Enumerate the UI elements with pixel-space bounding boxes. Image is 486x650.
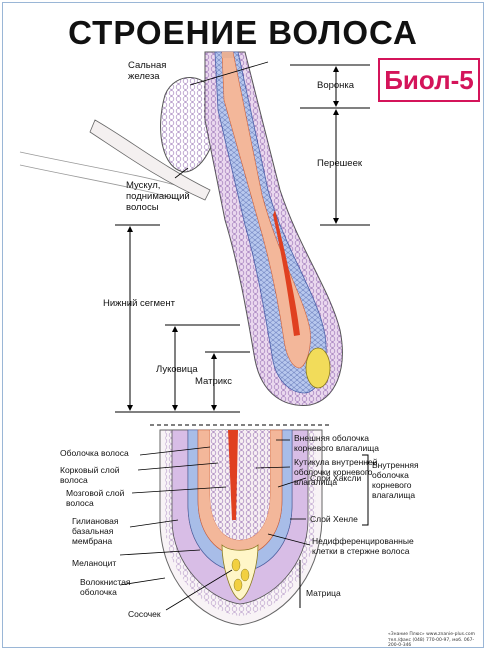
page-title: СТРОЕНИЕ ВОЛОСА	[68, 14, 418, 51]
upper-follicle	[19, 51, 343, 406]
subject-badge: Биол-5	[378, 58, 480, 102]
label-outer-root-sheath: Внешняя оболочка корневого влагалища	[294, 433, 379, 453]
sebaceous-gland	[160, 77, 217, 173]
label-matrix-top: Матрикс	[195, 376, 233, 387]
arrector-muscle	[89, 119, 211, 201]
label-melanocyte: Меланоцит	[72, 558, 117, 568]
label-cortex: Корковый слой волоса	[60, 465, 120, 485]
label-hair-cuticle: Оболочка волоса	[60, 448, 129, 458]
upper-papilla	[305, 347, 331, 389]
publisher-footer: «Знание Плюс» www.znanie-plus.com тел./ф…	[388, 632, 475, 648]
label-medulla: Мозговой слой волоса	[66, 488, 125, 508]
label-matrix-bottom: Матрица	[306, 588, 341, 598]
label-undiff-cells: Недифференцированные клетки в стержне во…	[312, 536, 414, 556]
label-isthmus: Перешеек	[317, 158, 363, 169]
label-henle: Слой Хенле	[310, 514, 358, 524]
label-bulb: Луковица	[156, 364, 198, 375]
label-lower-segment: Нижний сегмент	[103, 298, 175, 309]
lower-bulb	[159, 429, 323, 626]
hair-medulla	[273, 210, 300, 336]
label-inner-root-sheath: Внутренняя оболочка корневого влагалища	[372, 460, 419, 500]
label-sebaceous-gland: Сальная железа	[128, 60, 167, 82]
papilla-lower	[221, 544, 259, 601]
dimension-markers	[115, 64, 370, 413]
arrow-heads	[127, 66, 339, 411]
label-arrector-muscle: Мускул, поднимающий волосы	[126, 180, 190, 213]
label-inner-cuticle: Кутикула внутренней оболочки корневого в…	[294, 457, 378, 487]
label-glassy-membrane: Гилиановая базальная мембрана	[72, 516, 119, 546]
label-funnel: Воронка	[317, 80, 355, 91]
label-fibrous-sheath: Волокнистая оболочка	[80, 577, 131, 597]
leader-lines	[119, 61, 311, 611]
label-huxley: Слой Хаксли	[310, 473, 362, 483]
label-papilla: Сосочек	[128, 609, 161, 619]
medulla-lower	[228, 430, 238, 520]
